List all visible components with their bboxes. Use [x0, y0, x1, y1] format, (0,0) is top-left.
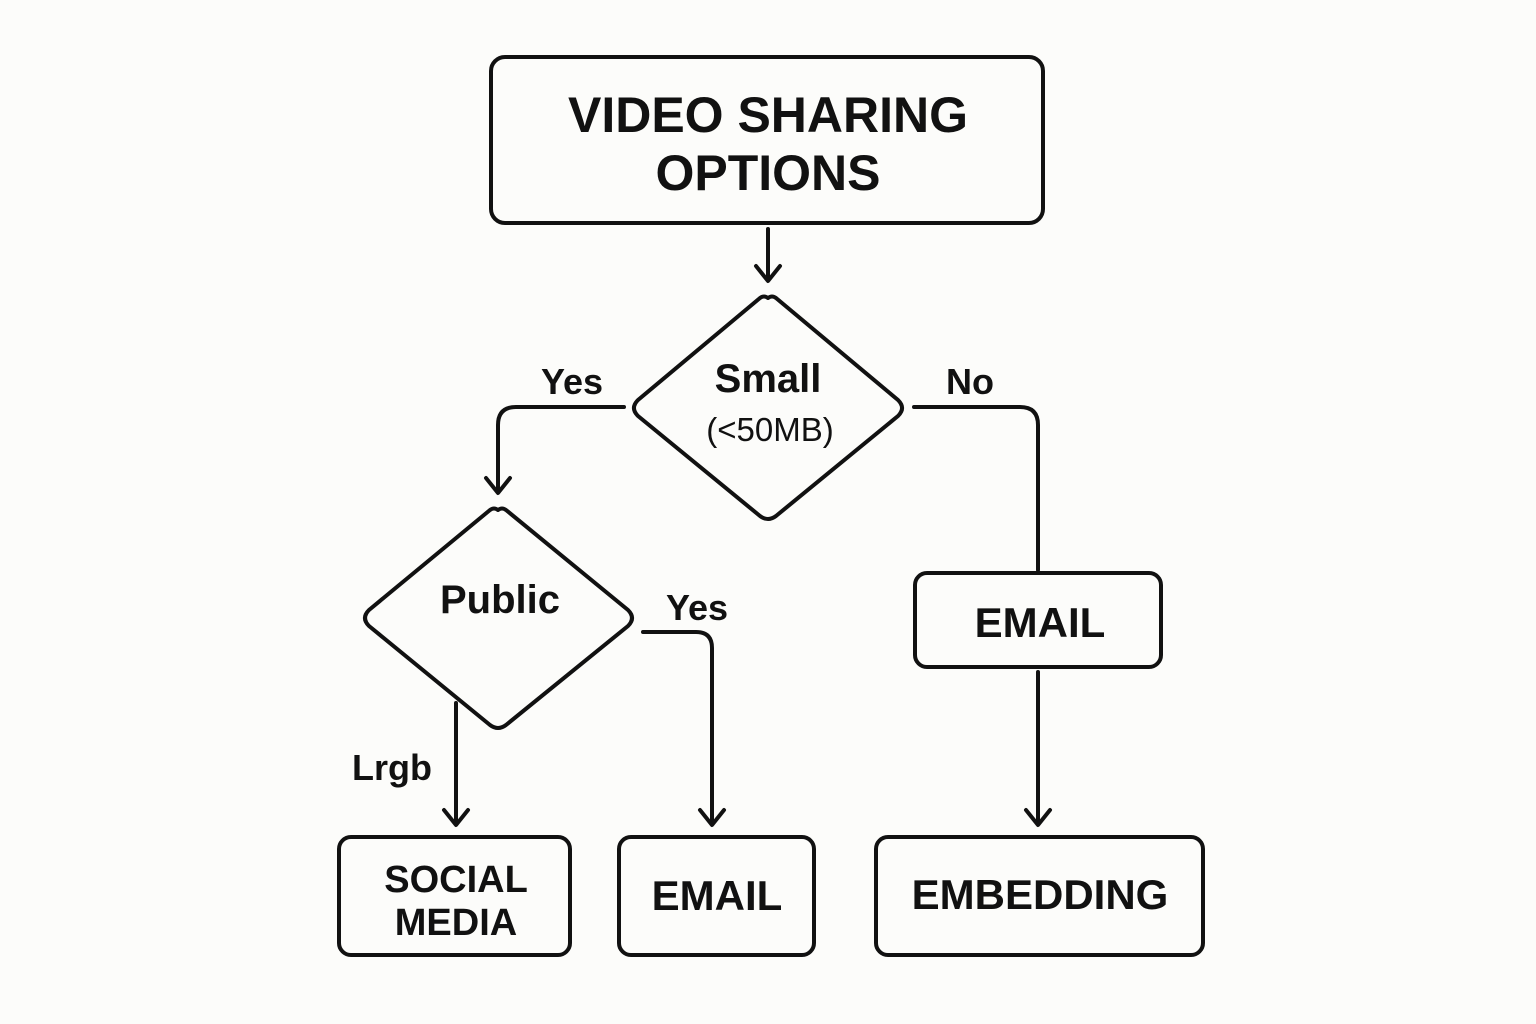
- email-bottom-box: EMAIL: [617, 835, 816, 957]
- edge-public-yes: Yes: [641, 587, 728, 827]
- title-box: VIDEO SHARING OPTIONS: [489, 55, 1045, 225]
- size-yes-label: Yes: [541, 361, 603, 402]
- edge-size-no: No: [912, 361, 1040, 572]
- title-line-2: OPTIONS: [655, 145, 880, 201]
- social-media-line-2: MEDIA: [395, 902, 517, 944]
- edge-public-other: Lrgb: [352, 701, 470, 827]
- social-media-line-1: SOCIAL: [384, 859, 528, 901]
- email-mid-box: EMAIL: [913, 571, 1163, 669]
- embedding-label: EMBEDDING: [912, 871, 1169, 918]
- size-decision-label: Small: [715, 357, 822, 401]
- email-bottom-label: EMAIL: [652, 872, 783, 919]
- email-mid-label: EMAIL: [975, 599, 1106, 646]
- size-decision-sublabel: (<50MB): [706, 411, 833, 448]
- size-no-label: No: [946, 361, 994, 402]
- edge-size-yes: Yes: [484, 361, 626, 495]
- public-decision-diamond: Public: [363, 506, 634, 730]
- edge-email-to-embedding: [1024, 670, 1052, 827]
- social-media-box: SOCIAL MEDIA: [337, 835, 572, 957]
- embedding-box: EMBEDDING: [874, 835, 1205, 957]
- public-decision-label: Public: [440, 578, 560, 622]
- edge-title-to-size: [754, 227, 782, 283]
- public-other-label: Lrgb: [352, 747, 432, 788]
- public-yes-label: Yes: [666, 587, 728, 628]
- size-decision-diamond: Small (<50MB): [632, 294, 904, 521]
- title-line-1: VIDEO SHARING: [568, 87, 968, 143]
